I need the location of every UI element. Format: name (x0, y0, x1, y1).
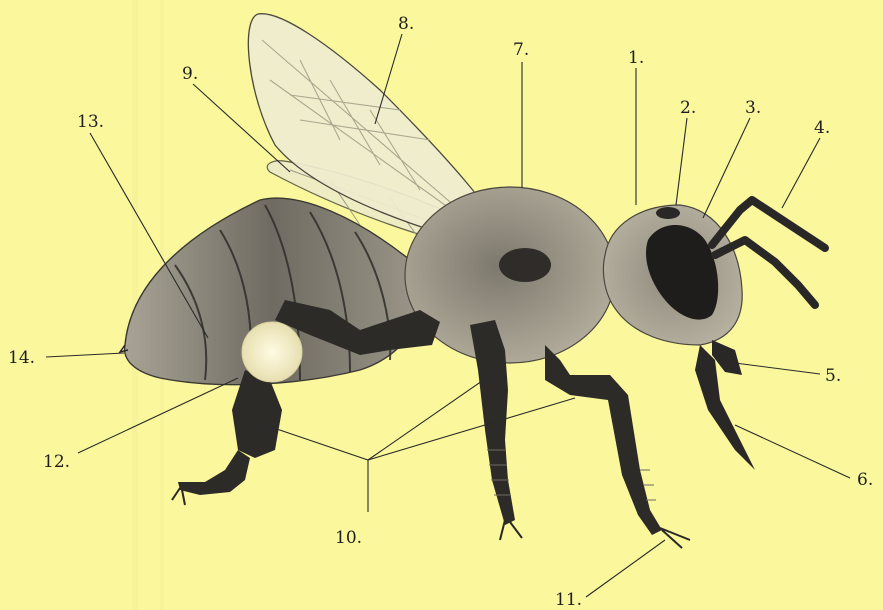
leader-line-10b (368, 398, 575, 460)
pollen-basket (242, 322, 302, 382)
label-11: 11. (555, 590, 582, 610)
hind-leg-tarsus (178, 450, 250, 495)
leader-line-12 (78, 378, 238, 453)
leader-line-4 (782, 138, 820, 208)
label-1: 1. (628, 48, 644, 68)
label-6: 6. (857, 470, 873, 490)
leader-line-6 (735, 425, 850, 478)
leader-line-2 (676, 118, 687, 205)
label-7: 7. (513, 40, 529, 60)
label-12: 12. (43, 452, 70, 472)
mandible (712, 340, 742, 375)
label-8: 8. (398, 14, 414, 34)
ocellus (656, 207, 680, 219)
label-4: 4. (814, 118, 830, 138)
label-5: 5. (825, 366, 841, 386)
label-9: 9. (182, 64, 198, 84)
leader-line-11 (586, 540, 665, 597)
claw (660, 528, 690, 548)
leader-line-14 (46, 353, 124, 357)
claw (500, 520, 522, 540)
front-leg (545, 345, 662, 535)
label-2: 2. (680, 98, 696, 118)
wing-base (499, 248, 551, 282)
label-10: 10. (335, 528, 362, 548)
label-3: 3. (745, 98, 761, 118)
label-13: 13. (77, 112, 104, 132)
label-14: 14. (8, 348, 35, 368)
leader-line-10a (265, 372, 495, 460)
claw (172, 488, 185, 505)
leader-line-5 (735, 363, 820, 374)
